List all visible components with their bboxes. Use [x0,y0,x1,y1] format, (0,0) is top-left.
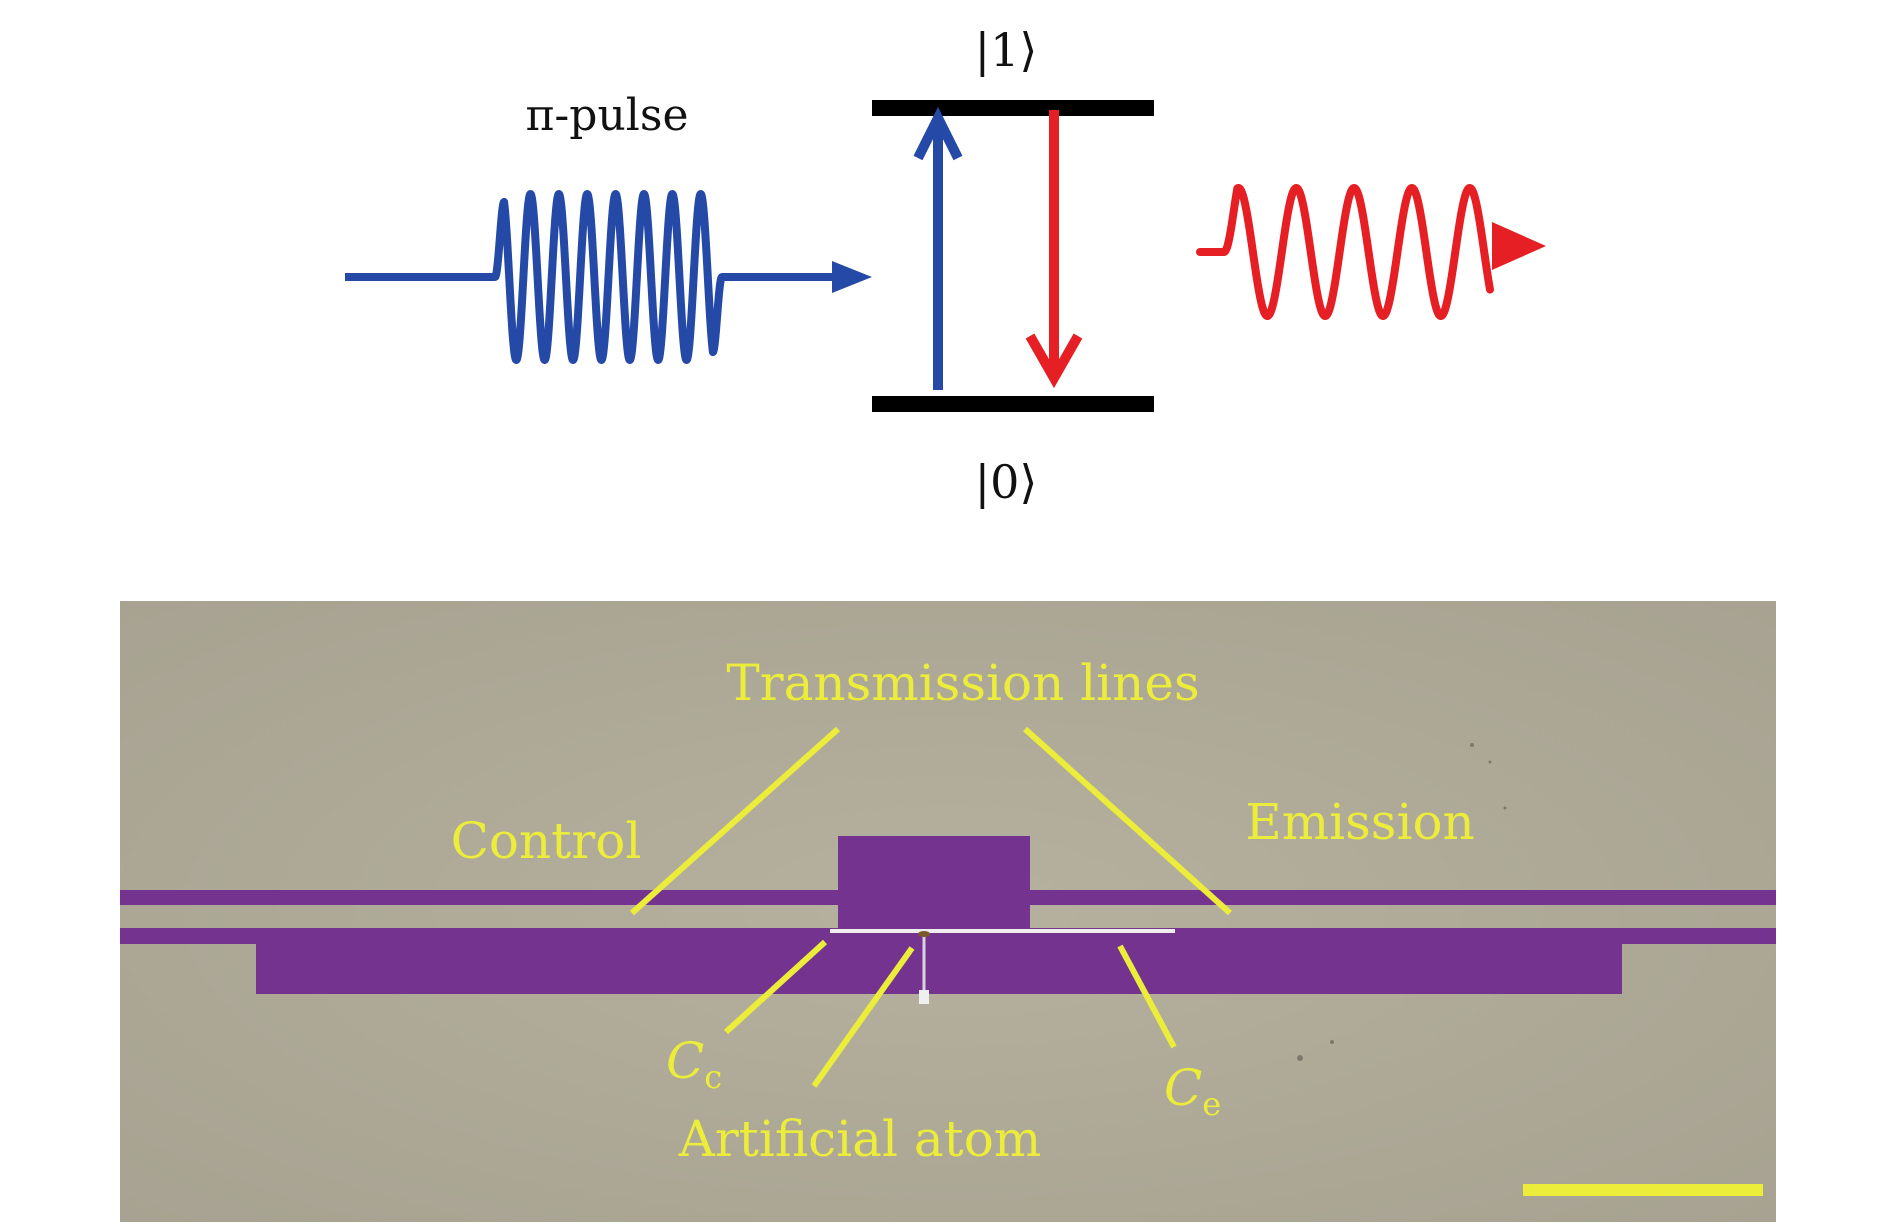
energy-level-diagram: π-pulse |1⟩ |0⟩ [345,23,1546,509]
artificial-atom-pad [919,990,929,1004]
transmission-lines-label: Transmission lines [726,654,1199,712]
artificial-atom-label: Artificial atom [678,1110,1042,1168]
cc-label-sub: c [704,1058,722,1096]
pointer-cc [723,939,828,1035]
state-upper-label: |1⟩ [975,23,1038,77]
upper-level-bar [872,100,1154,116]
drive-pulse [345,190,872,364]
excitation-arrowhead-icon [913,106,963,161]
emitted-wave [1196,184,1546,320]
cc-label-main: C [666,1032,704,1090]
drive-pulse-wave [491,190,726,364]
pointer-transmission-right [1022,726,1233,916]
control-label: Control [451,812,642,870]
decay-arrow [1025,110,1083,389]
emission-arrowhead-icon [1492,222,1546,270]
emission-label: Emission [1245,793,1475,851]
drive-arrowhead-icon [832,261,872,293]
ground-plane-strip [256,928,1610,994]
chip-micrograph: Transmission lines Control Emission Cc C… [120,601,1776,1222]
pointer-atom [811,946,915,1088]
pi-pulse-label: π-pulse [526,90,689,141]
decay-arrowhead-icon [1025,333,1083,389]
scale-bar [1523,1184,1763,1196]
artificial-atom-dot [918,931,930,937]
ground-plane-notch [1610,944,1622,994]
cc-label: Cc [666,1032,722,1096]
pointer-ce [1117,944,1177,1049]
ce-label-sub: e [1202,1085,1221,1123]
ce-label-main: C [1164,1059,1202,1117]
pointer-transmission-left [630,726,840,916]
excitation-arrow [913,106,963,390]
state-lower-label: |0⟩ [975,455,1038,509]
annotation-lines [630,726,1233,1088]
lower-level-bar [872,396,1154,412]
emitted-wave-path [1196,184,1494,320]
central-pad [838,836,1030,928]
ce-label: Ce [1164,1059,1221,1123]
